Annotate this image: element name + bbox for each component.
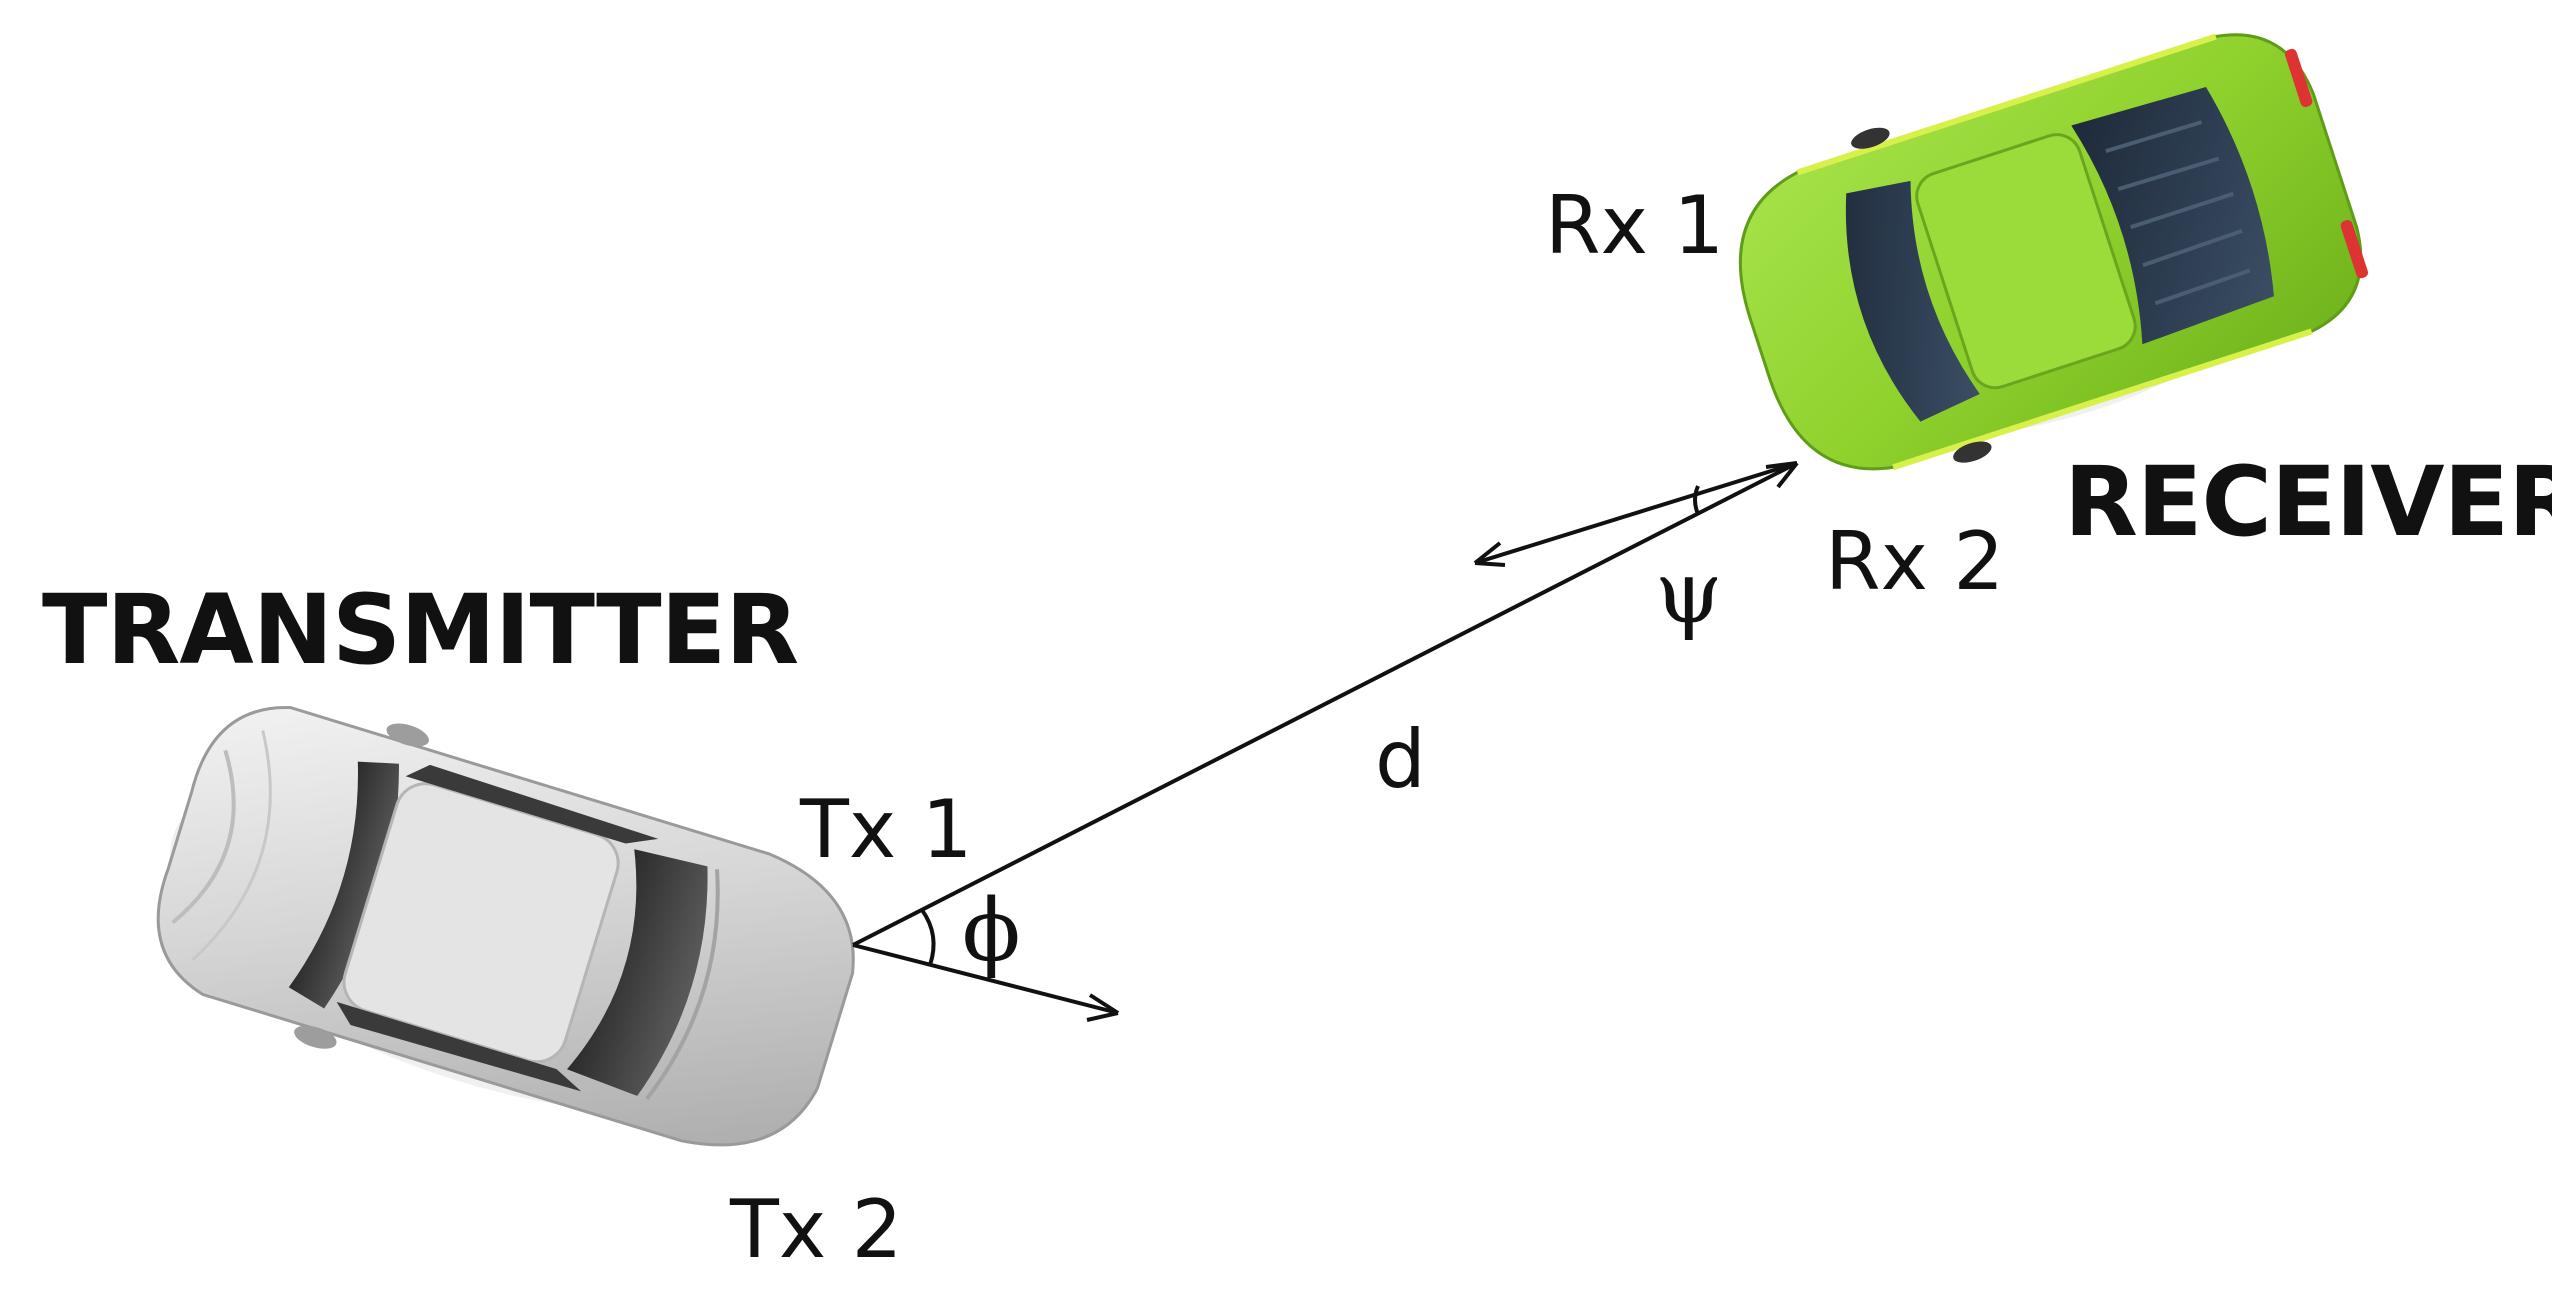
- receiver-car-icon: [1738, 33, 2369, 471]
- line-of-sight-d: [852, 461, 1798, 947]
- geometry: [852, 461, 1799, 1022]
- receiver-heading-arrow: [1474, 461, 1798, 565]
- psi-label: ψ: [1655, 543, 1723, 643]
- psi-arc: [1693, 485, 1700, 515]
- transmitter-car-icon: [156, 706, 855, 1147]
- phi-label: ϕ: [962, 881, 1021, 981]
- arrowhead-transmitter: [1086, 993, 1120, 1022]
- tx1-label: Tx 1: [800, 783, 973, 876]
- rx2-label: Rx 2: [1825, 515, 2005, 608]
- arrowhead-receiver-heading: [1473, 541, 1506, 567]
- transmitter-heading-arrow: [852, 943, 1119, 1015]
- transmitter-title: TRANSMITTER: [42, 574, 799, 686]
- distance-label: d: [1375, 713, 1426, 806]
- tx2-label: Tx 2: [730, 1183, 903, 1276]
- rx1-label: Rx 1: [1545, 179, 1725, 272]
- phi-arc: [920, 908, 936, 966]
- receiver-title: RECEIVER: [2064, 446, 2552, 558]
